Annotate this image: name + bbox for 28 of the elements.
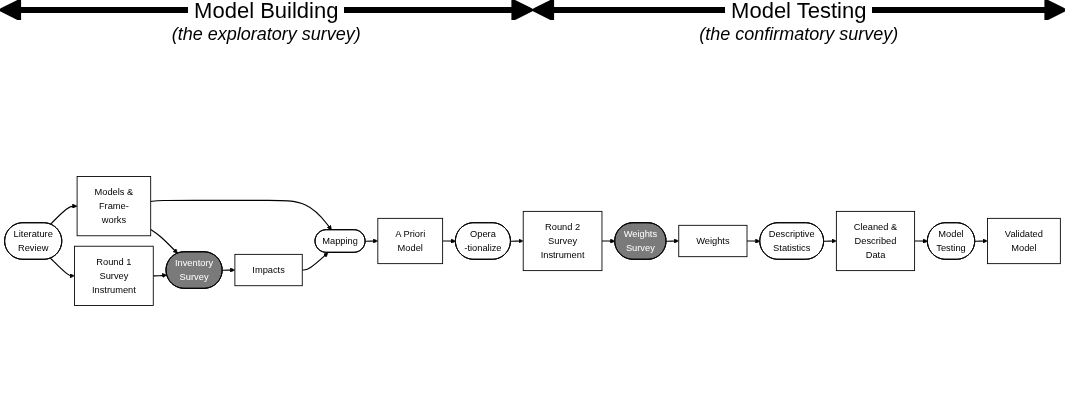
arrow [150, 199, 332, 231]
arrow [510, 238, 524, 244]
phase-subtitle: (the confirmatory survey) [699, 24, 899, 45]
arrow [364, 238, 379, 244]
arrow [442, 238, 456, 244]
arrow [746, 238, 761, 244]
phase-title: Model Testing [725, 0, 873, 24]
arrow [49, 203, 78, 225]
phase-subtitle: (the exploratory survey) [171, 24, 361, 45]
node-box: Round 1 Survey Instrument [74, 245, 154, 306]
node-box: Validated Model [987, 217, 1061, 265]
arrow [914, 238, 928, 244]
node-box: Models & Frame- works [76, 176, 152, 237]
arrow [301, 252, 329, 271]
node-box: Impacts [234, 253, 303, 287]
node-box: A Priori Model [377, 217, 444, 265]
arrow [150, 228, 178, 254]
arrow [665, 238, 679, 244]
arrow [152, 273, 168, 279]
node-box: Round 2 Survey Instrument [522, 210, 603, 272]
arrow [823, 238, 837, 244]
arrow [974, 238, 988, 244]
arrow [49, 257, 75, 279]
node-box: Weights [678, 224, 748, 258]
phase-title: Model Building [188, 0, 345, 24]
arrow [221, 267, 236, 273]
node-box: Cleaned & Described Data [835, 210, 916, 272]
arrow [601, 238, 616, 244]
